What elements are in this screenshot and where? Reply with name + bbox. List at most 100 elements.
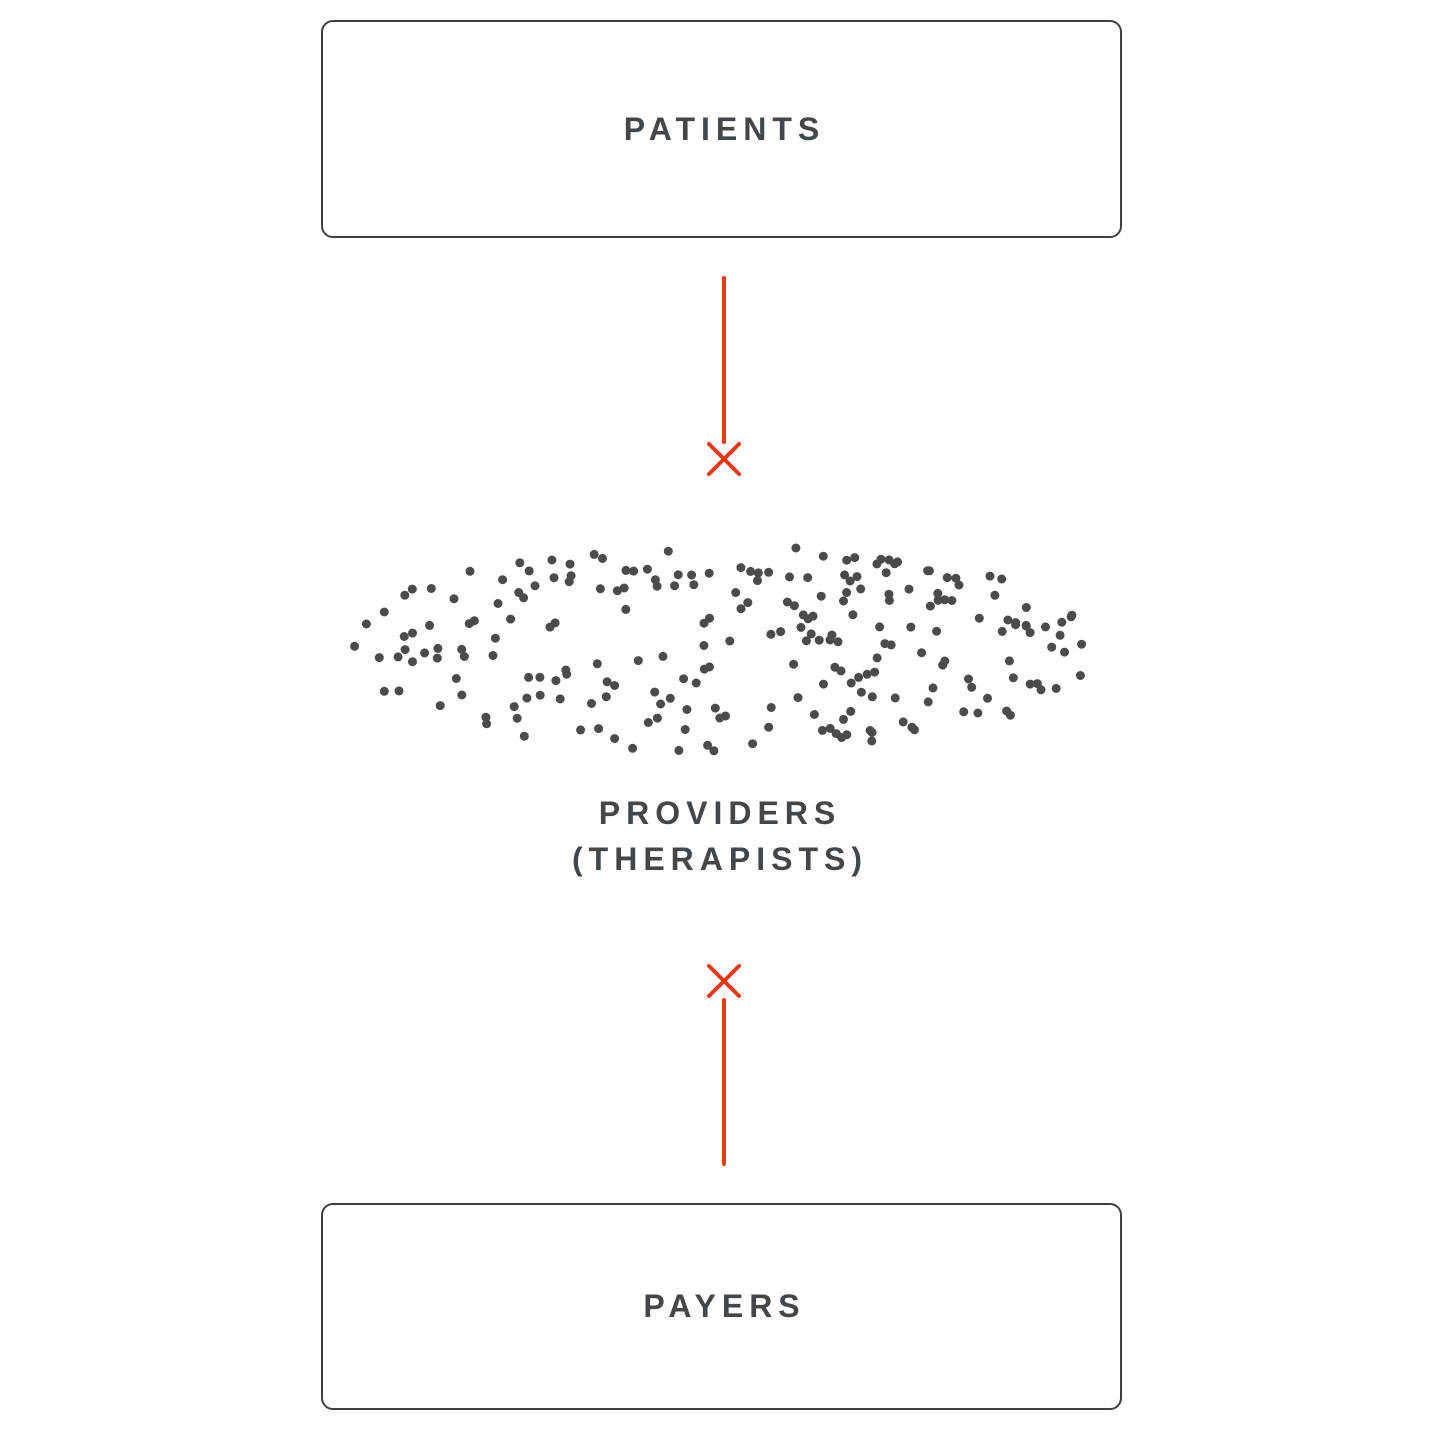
provider-dot [551, 676, 561, 686]
provider-dot [831, 729, 841, 739]
provider-dot [917, 648, 927, 658]
provider-dot [856, 687, 866, 697]
provider-dot [833, 637, 843, 647]
provider-dot [808, 611, 818, 621]
provider-dot [973, 708, 983, 718]
provider-dot [374, 653, 384, 663]
providers-label-line2: (THERAPISTS) [572, 841, 868, 877]
provider-dot [872, 653, 882, 663]
provider-dot [592, 659, 602, 669]
provider-dot [629, 566, 639, 576]
provider-dot [562, 669, 572, 679]
provider-dot [1057, 617, 1067, 627]
provider-dot [753, 568, 763, 578]
provider-dot [731, 588, 741, 597]
provider-dot [469, 616, 479, 626]
provider-dot [1051, 683, 1061, 693]
provider-dot [854, 672, 864, 682]
provider-dot [512, 713, 522, 723]
provider-dot [400, 645, 410, 655]
provider-dot [766, 703, 776, 712]
provider-dot [399, 632, 409, 641]
provider-dot [703, 740, 713, 750]
provider-dot [923, 566, 933, 576]
provider-dot [743, 598, 753, 608]
provider-dot [408, 657, 417, 667]
provider-dot [400, 590, 410, 600]
provider-dot [798, 610, 808, 620]
provider-dot [547, 555, 557, 565]
provider-dot [555, 694, 565, 704]
provider-dot [545, 622, 555, 632]
provider-dot [522, 693, 532, 703]
provider-dot [457, 644, 467, 654]
provider-dot [848, 610, 858, 620]
provider-dot [898, 717, 908, 727]
provider-dot [904, 584, 914, 594]
provider-dot [680, 725, 690, 734]
patients-box: PATIENTS [321, 20, 1122, 238]
provider-dot [535, 672, 545, 682]
provider-dot [549, 573, 559, 583]
provider-dot [862, 669, 872, 679]
provider-dot [1075, 671, 1085, 680]
provider-dot [954, 580, 964, 590]
provider-dot [809, 710, 819, 719]
provider-dot [587, 699, 596, 708]
provider-dot [393, 652, 403, 662]
providers-label: PROVIDERS (THERAPISTS) [0, 790, 1440, 882]
provider-dot [907, 722, 917, 732]
provider-dot [433, 643, 443, 653]
provider-dot [875, 622, 885, 632]
provider-dot [736, 604, 746, 614]
provider-dot [1003, 615, 1013, 625]
provider-dot [997, 574, 1007, 584]
blocked-arrow-down-icon [707, 276, 741, 476]
provider-dot [506, 614, 516, 624]
provider-dot [420, 648, 430, 658]
provider-dot [933, 595, 943, 605]
provider-dot [524, 672, 534, 682]
provider-dot [933, 588, 943, 598]
provider-dot [704, 568, 714, 578]
provider-dot [1008, 673, 1018, 683]
provider-dot [983, 693, 992, 703]
provider-dot [867, 736, 877, 746]
provider-dot [515, 558, 525, 568]
payers-box: PAYERS [321, 1203, 1122, 1410]
provider-dot [1011, 618, 1021, 628]
provider-dot [997, 626, 1007, 636]
provider-dot [865, 726, 875, 735]
provider-dot [652, 713, 662, 723]
provider-dot [839, 596, 848, 606]
provider-dot [407, 584, 417, 594]
provider-dot [753, 576, 762, 586]
payers-label: PAYERS [643, 1288, 806, 1324]
provider-dot [663, 546, 673, 556]
provider-dot [803, 573, 813, 583]
provider-dot [766, 629, 776, 639]
provider-dot [1036, 685, 1046, 695]
provider-dot [451, 674, 461, 683]
provider-dot [796, 622, 806, 632]
provider-dot [564, 577, 574, 587]
provider-dot [840, 570, 850, 580]
provider-dot [940, 595, 950, 605]
provider-dot [764, 567, 774, 577]
provider-dot [509, 702, 519, 712]
provider-dot [699, 641, 709, 650]
provider-dot [974, 613, 984, 623]
provider-dot [650, 687, 660, 697]
provider-dot [498, 575, 508, 585]
provider-dot [814, 635, 824, 645]
provider-dot [938, 660, 948, 670]
provider-dot [923, 697, 933, 707]
provider-dot [842, 588, 852, 597]
provider-dot [482, 719, 492, 729]
provider-dot [670, 581, 680, 591]
provider-dot [721, 711, 730, 721]
provider-dot [793, 693, 803, 703]
provider-dot [656, 699, 666, 709]
provider-dot [748, 739, 758, 749]
